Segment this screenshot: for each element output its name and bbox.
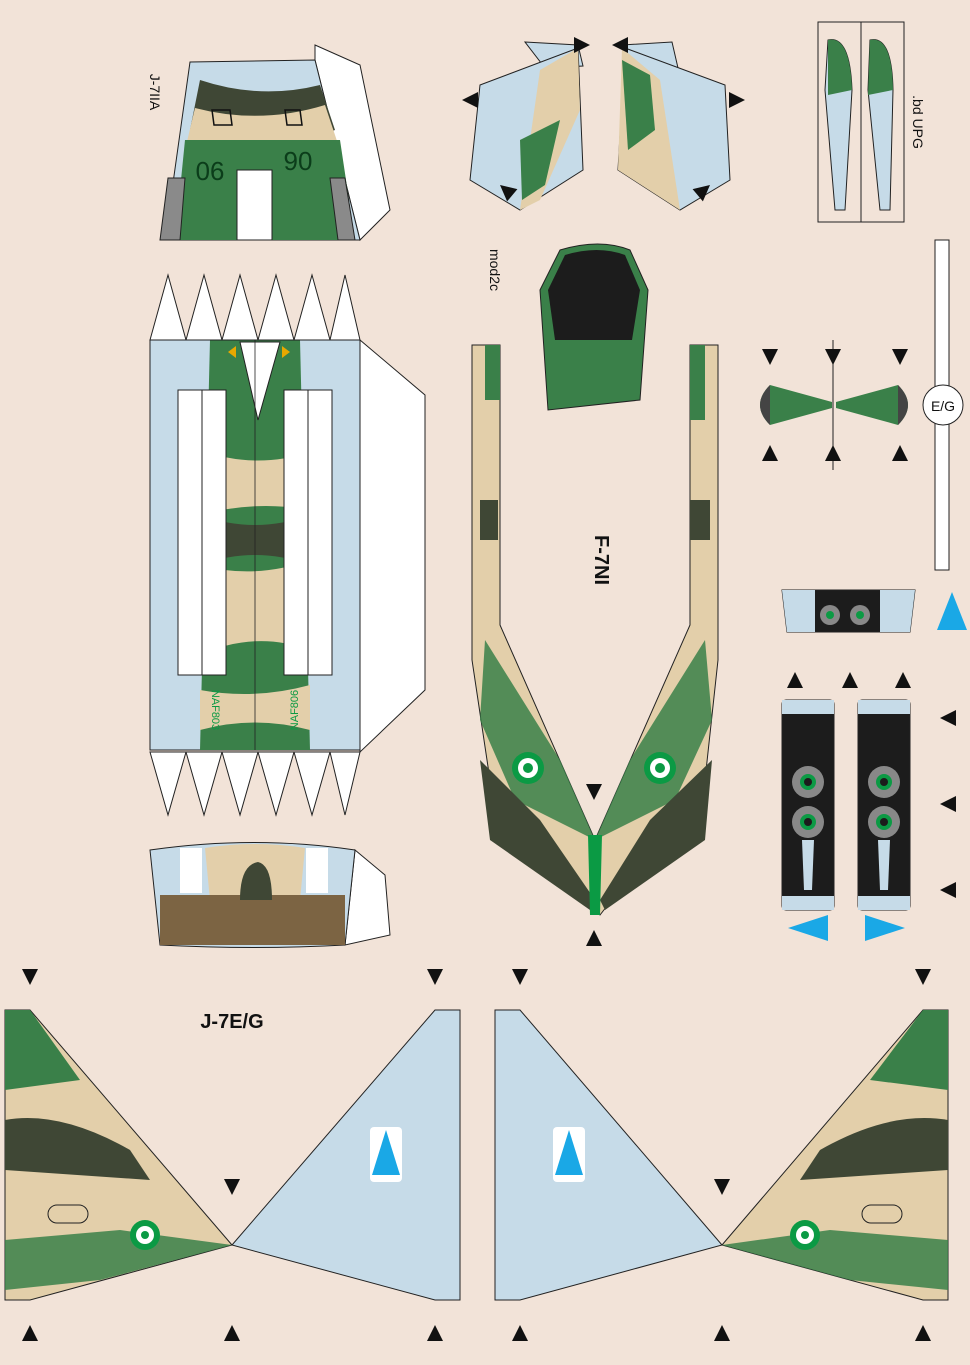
- triangle-marker-icon: [825, 349, 841, 365]
- variant-label-f7ni: F-7NI: [590, 535, 612, 585]
- triangle-marker-icon: [512, 1325, 528, 1341]
- wheel-icon: [820, 605, 840, 625]
- gear-bay-part: [781, 589, 967, 688]
- triangle-marker-icon: [714, 1179, 730, 1195]
- triangle-marker-icon: [427, 1325, 443, 1341]
- triangle-marker-icon: [895, 672, 911, 688]
- arrow-up-icon: [372, 1130, 400, 1175]
- serial-left: NAF803: [209, 690, 221, 730]
- serial-right: NAF806: [289, 690, 301, 730]
- triangle-marker-icon: [224, 1325, 240, 1341]
- canopy-part: mod2c: [487, 243, 649, 411]
- upg-label: .bd UPG: [910, 95, 926, 149]
- triangle-marker-icon: [586, 784, 602, 800]
- triangle-marker-icon: [940, 796, 956, 812]
- nose-section-part: 90 90 J-7IIA: [147, 44, 391, 241]
- roundel-icon: [512, 752, 544, 784]
- triangle-marker-icon: [22, 969, 38, 985]
- triangle-marker-icon: [762, 445, 778, 461]
- eg-stabilizer-part: E/G: [760, 239, 964, 571]
- triangle-marker-icon: [787, 672, 803, 688]
- triangle-marker-icon: [842, 672, 858, 688]
- upg-box: .bd UPG: [817, 21, 926, 223]
- tail-number-right: 90: [284, 146, 313, 176]
- wheel-icon: [792, 806, 824, 838]
- arrow-left-icon: [788, 915, 828, 941]
- triangle-marker-icon: [586, 930, 602, 946]
- triangle-marker-icon: [22, 1325, 38, 1341]
- triangle-marker-icon: [940, 710, 956, 726]
- roundel-icon: [790, 1220, 820, 1250]
- triangle-marker-icon: [427, 969, 443, 985]
- triangle-marker-icon: [729, 92, 745, 108]
- arrow-right-icon: [865, 915, 905, 941]
- f7ni-underside-part: F-7NI: [471, 344, 719, 946]
- gear-door-right: [857, 699, 956, 941]
- triangle-marker-icon: [825, 445, 841, 461]
- wheel-icon: [850, 605, 870, 625]
- eg-marker-label: E/G: [931, 398, 955, 414]
- triangle-marker-icon: [574, 37, 590, 53]
- variant-label-j7eg: J-7E/G: [200, 1011, 263, 1033]
- intake-part-left: [462, 37, 590, 211]
- triangle-marker-icon: [940, 882, 956, 898]
- triangle-marker-icon: [915, 1325, 931, 1341]
- rear-section-part: [149, 842, 391, 948]
- triangle-marker-icon: [462, 92, 478, 108]
- roundel-icon: [130, 1220, 160, 1250]
- triangle-marker-icon: [762, 349, 778, 365]
- triangle-marker-icon: [892, 445, 908, 461]
- variant-label-j7iia: J-7IIA: [147, 74, 163, 111]
- triangle-marker-icon: [714, 1325, 730, 1341]
- tail-number-left: 90: [196, 156, 225, 186]
- arrow-up-icon: [555, 1130, 583, 1175]
- fuselage-main-part: NAF803 NAF806: [149, 273, 426, 817]
- wheel-icon: [792, 766, 824, 798]
- module-label: mod2c: [487, 249, 503, 291]
- right-wing-part: [494, 969, 949, 1341]
- triangle-marker-icon: [915, 969, 931, 985]
- triangle-marker-icon: [512, 969, 528, 985]
- gear-door-left: [781, 699, 835, 941]
- arrow-up-icon: [937, 592, 967, 630]
- triangle-marker-icon: [612, 37, 628, 53]
- intake-part-right: [612, 37, 745, 211]
- left-wing-part: J-7E/G: [4, 969, 461, 1341]
- wheel-icon: [868, 806, 900, 838]
- triangle-marker-icon: [892, 349, 908, 365]
- wheel-icon: [868, 766, 900, 798]
- roundel-icon: [644, 752, 676, 784]
- triangle-marker-icon: [224, 1179, 240, 1195]
